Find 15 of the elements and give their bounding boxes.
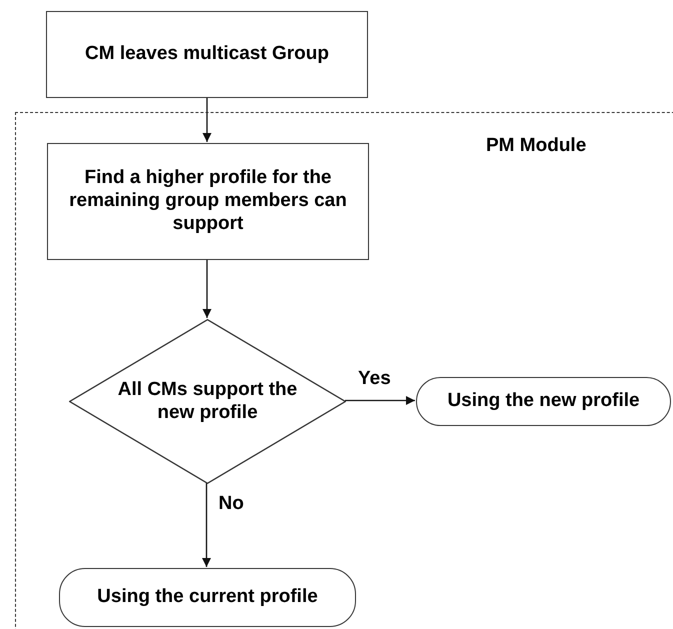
node-text: All CMs support the new profile [116,378,298,424]
decision-diamond [69,319,346,484]
node-text: CM leaves multicast Group [85,43,329,66]
arrow [202,483,211,567]
arrow [202,259,212,318]
arrow [202,98,212,142]
node-text: Using the current profile [97,586,318,609]
process-box [46,11,368,98]
node-text: Find a higher profile for the remaining group members can support [68,167,348,236]
process-box [47,143,369,260]
region-title: PM Module [486,135,586,158]
node-text: Using the new profile [447,390,640,413]
terminal-box [59,568,356,627]
terminal-box [416,377,671,426]
arrow [345,396,415,405]
